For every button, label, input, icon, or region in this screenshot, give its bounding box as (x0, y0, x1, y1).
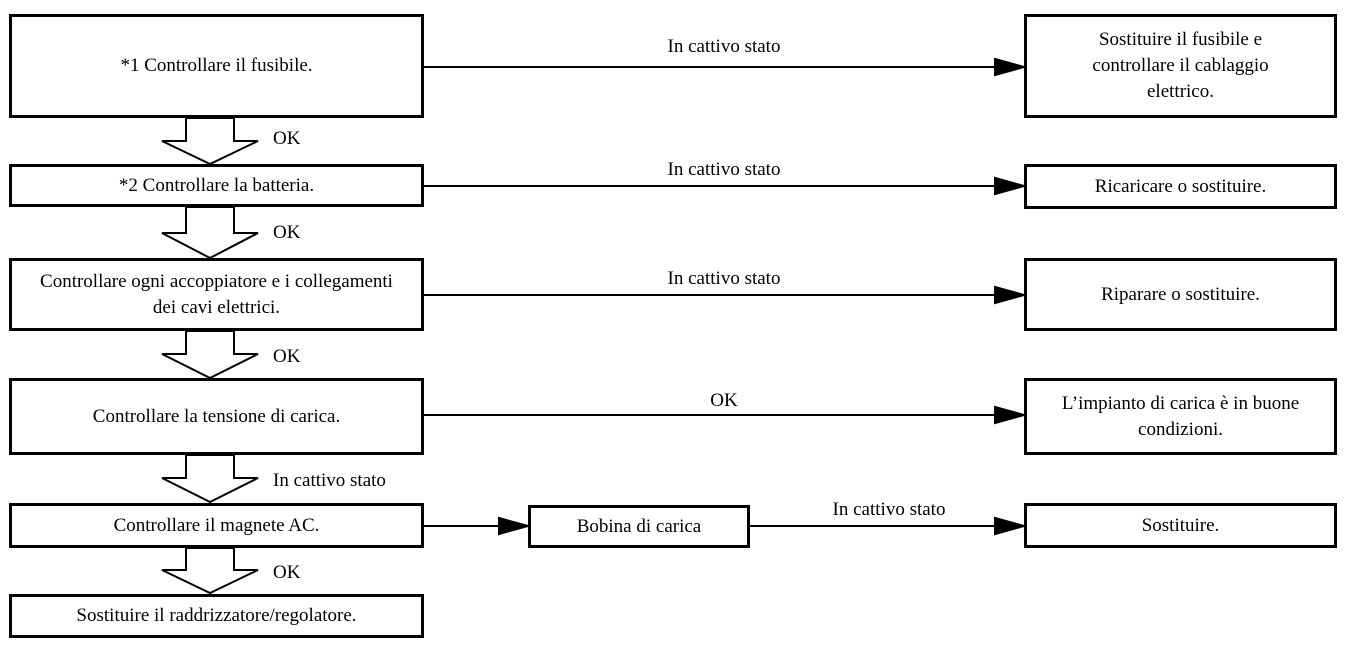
edge-label-couplers: In cattivo stato (667, 268, 781, 289)
step-check-couplers: Controllare ogni accoppiatore e i colleg… (9, 258, 424, 331)
down-label-2: OK (273, 222, 301, 243)
step-replace-regulator: Sostituire il raddrizzatore/regolatore. (9, 594, 424, 638)
arrowhead-2 (994, 176, 1028, 196)
result-system-ok: L’impianto di carica è in buone condizio… (1024, 378, 1337, 455)
arrowhead-5b (994, 516, 1028, 536)
step-check-battery: *2 Controllare la batteria. (9, 164, 424, 207)
arrowhead-4 (994, 405, 1028, 425)
down-arrow-2 (161, 206, 259, 260)
step-check-ac-magneto: Controllare il magnete AC. (9, 503, 424, 548)
result-replace-fuse: Sostituire il fusibile e controllare il … (1024, 14, 1337, 118)
result-replace: Sostituire. (1024, 503, 1337, 548)
down-arrow-1 (161, 117, 259, 166)
box-charging-coil: Bobina di carica (528, 505, 750, 548)
edge-label-voltage: OK (710, 390, 738, 411)
step-check-fuse: *1 Controllare il fusibile. (9, 14, 424, 118)
result-repair-or-replace: Riparare o sostituire. (1024, 258, 1337, 331)
arrowhead-5a (498, 516, 532, 536)
edge-label-battery: In cattivo stato (667, 159, 781, 180)
down-label-1: OK (273, 128, 301, 149)
down-label-4: In cattivo stato (273, 470, 386, 491)
edge-label-fuse: In cattivo stato (667, 36, 781, 57)
down-arrow-3 (161, 330, 259, 380)
down-arrow-5 (161, 547, 259, 595)
arrowhead-1 (994, 57, 1028, 77)
result-recharge-or-replace: Ricaricare o sostituire. (1024, 164, 1337, 209)
arrowhead-3 (994, 285, 1028, 305)
down-arrow-4 (161, 454, 259, 504)
step-check-charging-voltage: Controllare la tensione di carica. (9, 378, 424, 455)
edge-label-coil: In cattivo stato (832, 499, 946, 520)
down-label-3: OK (273, 346, 301, 367)
down-label-5: OK (273, 562, 301, 583)
